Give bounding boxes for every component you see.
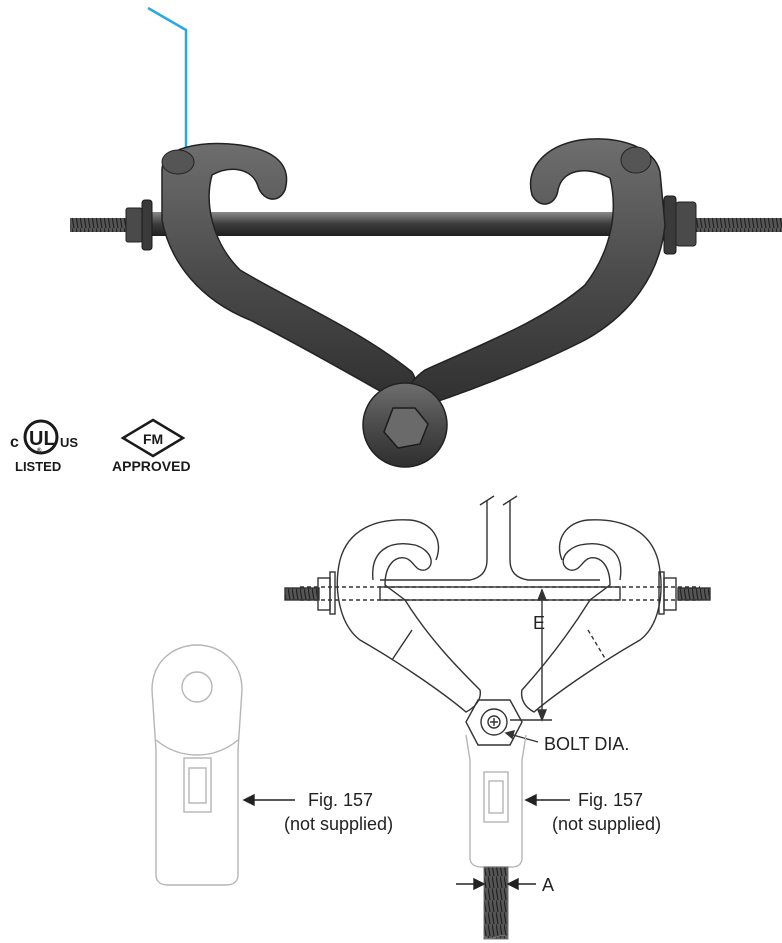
fig157-left-hole — [181, 671, 213, 703]
ul-listed-logo: c UL ® US LISTED — [10, 419, 78, 474]
dimension-a-right-arrow — [506, 877, 519, 891]
label-fig157-right-1: Fig. 157 — [578, 790, 643, 810]
ul-c-text: c — [10, 434, 19, 451]
diagram-rod-thread-right — [677, 587, 711, 601]
fig157-right-fitting — [465, 734, 527, 868]
threaded-rod — [130, 212, 690, 236]
product-photo — [70, 6, 782, 468]
ul-circle — [23, 419, 59, 455]
right-jaw-section-line — [587, 629, 607, 661]
label-fig157-left-2: (not supplied) — [284, 814, 393, 834]
left-jaw-boss — [161, 149, 195, 175]
fig157-right-slot-inner — [488, 780, 504, 814]
diagram-bolt-head — [480, 708, 508, 736]
bolt-head-icon — [383, 407, 429, 449]
label-fig157-left-1: Fig. 157 — [308, 790, 373, 810]
threaded-stud — [483, 866, 509, 940]
hanger-line — [147, 6, 188, 160]
ul-us-text: US — [60, 435, 78, 450]
fig157-left-slot-inner — [188, 767, 207, 804]
label-a: A — [542, 875, 554, 895]
right-jaw-boss — [620, 146, 652, 174]
right-nut — [675, 201, 697, 247]
diagram-right-nut — [663, 577, 677, 611]
fig157-arrows — [242, 793, 570, 891]
dimension-e-arrow-bottom — [536, 709, 548, 722]
ul-mark-text: UL — [29, 428, 56, 450]
beam-outline — [380, 500, 600, 581]
fm-approved-logo: FM APPROVED — [112, 418, 191, 474]
diagram-rod-thread-left — [284, 587, 320, 601]
diagram-right-jaw — [520, 519, 662, 713]
ul-listed-text: LISTED — [15, 459, 61, 474]
fm-diamond-icon — [120, 418, 186, 458]
fig157-left-arrow-head — [242, 793, 255, 807]
dimension-a-left-arrow — [473, 877, 486, 891]
diagram-bolt-hex — [465, 699, 523, 746]
right-jaw — [402, 138, 666, 413]
bolt-dia-arrow — [504, 730, 516, 740]
diagram-left-nut — [317, 577, 331, 611]
threaded-rod-right-end — [690, 218, 782, 232]
fig157-left-shade — [155, 739, 239, 756]
fig157-left-body — [151, 644, 243, 886]
fig157-right-arrow-head — [524, 793, 537, 807]
dimension-diagram — [284, 495, 711, 746]
left-jaw-section-line — [391, 629, 413, 661]
label-fig157-right-2: (not supplied) — [552, 814, 661, 834]
threaded-stud-break — [483, 934, 509, 940]
fig157-right-body — [465, 734, 527, 868]
threaded-rod-left-end — [70, 218, 130, 232]
diagram-rod — [379, 586, 621, 601]
right-washer — [663, 195, 677, 255]
threaded-stud-body — [483, 866, 509, 940]
left-jaw — [161, 142, 417, 406]
fig157-right-slot-outer — [483, 771, 509, 823]
left-washer — [141, 199, 153, 251]
label-bolt-dia: BOLT DIA. — [544, 734, 629, 754]
ul-registered-text: ® — [37, 447, 42, 454]
fig157-left-slot-outer — [183, 757, 212, 813]
left-nut — [125, 207, 143, 243]
diagram-left-washer — [329, 571, 336, 615]
fm-mark-text: FM — [143, 431, 163, 447]
diagram-bolt-center — [487, 715, 501, 729]
dimension-e-arrow-top — [536, 588, 548, 601]
beam-break-mark — [479, 495, 518, 506]
label-e: E — [533, 613, 545, 633]
fig157-left-fitting — [151, 644, 243, 886]
fm-approved-text: APPROVED — [112, 458, 191, 474]
diagram-left-jaw — [336, 519, 481, 713]
diagram-bolt-cross-icon — [490, 718, 498, 726]
